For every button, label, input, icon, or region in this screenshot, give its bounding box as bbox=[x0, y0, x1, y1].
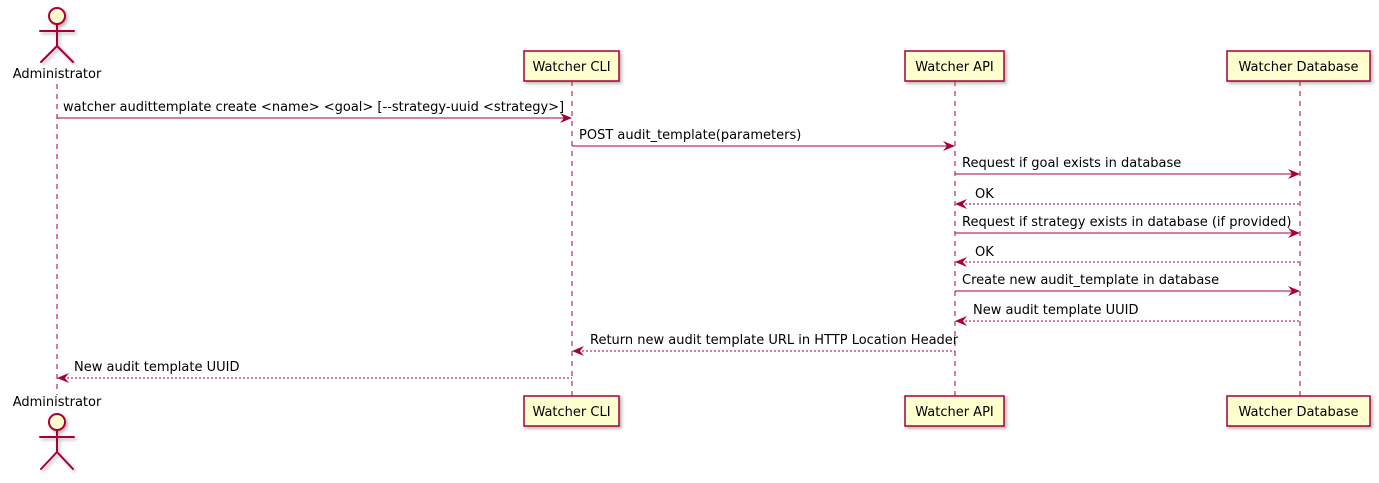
participant-label: Watcher API bbox=[915, 60, 994, 75]
message-request-goal-exists: Request if goal exists in database bbox=[955, 156, 1300, 179]
message-new-uuid-admin: New audit template UUID bbox=[57, 360, 572, 383]
message-create-audit-template-db: Create new audit_template in database bbox=[955, 273, 1300, 296]
message-label: New audit template UUID bbox=[973, 303, 1138, 318]
actor-administrator-top bbox=[39, 7, 75, 63]
message-post-audit-template: POST audit_template(parameters) bbox=[572, 128, 955, 151]
arrowhead-right-icon bbox=[1288, 169, 1300, 179]
message-label: OK bbox=[975, 245, 994, 260]
actor-label-bottom: Administrator bbox=[13, 395, 102, 410]
actor-label-top: Administrator bbox=[13, 67, 102, 82]
message-create-audittemplate: watcher audittemplate create <name> <goa… bbox=[57, 100, 572, 123]
arrowhead-left-icon bbox=[955, 257, 967, 267]
arrowhead-left-icon bbox=[572, 346, 584, 356]
actor-head-icon bbox=[48, 413, 66, 431]
actor-head-icon bbox=[48, 7, 66, 25]
arrowhead-left-icon bbox=[57, 373, 69, 383]
arrowhead-right-icon bbox=[1288, 228, 1300, 238]
message-return-url-location-header: Return new audit template URL in HTTP Lo… bbox=[572, 333, 959, 356]
arrowhead-right-icon bbox=[943, 141, 955, 151]
participant-label: Watcher CLI bbox=[532, 405, 610, 420]
message-label: watcher audittemplate create <name> <goa… bbox=[63, 100, 564, 115]
participant-watcher-api-bottom: Watcher API bbox=[904, 395, 1005, 427]
participant-watcher-cli-top: Watcher CLI bbox=[523, 50, 620, 82]
participant-watcher-cli-bottom: Watcher CLI bbox=[523, 395, 620, 427]
participant-label: Watcher Database bbox=[1239, 405, 1359, 420]
message-label: New audit template UUID bbox=[74, 360, 239, 375]
actor-administrator-bottom bbox=[39, 413, 75, 470]
participant-watcher-database-bottom: Watcher Database bbox=[1226, 395, 1371, 427]
message-request-strategy-exists: Request if strategy exists in database (… bbox=[955, 215, 1300, 238]
message-label: Return new audit template URL in HTTP Lo… bbox=[590, 333, 959, 348]
arrowhead-right-icon bbox=[560, 113, 572, 123]
message-label: POST audit_template(parameters) bbox=[579, 128, 801, 143]
message-label: Request if strategy exists in database (… bbox=[962, 215, 1291, 230]
participant-label: Watcher CLI bbox=[532, 60, 610, 75]
participant-label: Watcher Database bbox=[1239, 60, 1359, 75]
message-strategy-ok: OK bbox=[955, 245, 1300, 267]
message-label: OK bbox=[975, 187, 994, 202]
participant-label: Watcher API bbox=[915, 405, 994, 420]
message-goal-ok: OK bbox=[955, 187, 1300, 209]
participant-watcher-api-top: Watcher API bbox=[904, 50, 1005, 82]
participant-watcher-database-top: Watcher Database bbox=[1226, 50, 1371, 82]
arrowhead-left-icon bbox=[955, 199, 967, 209]
message-label: Request if goal exists in database bbox=[962, 156, 1181, 171]
arrowhead-left-icon bbox=[955, 316, 967, 326]
arrowhead-right-icon bbox=[1288, 286, 1300, 296]
message-new-uuid-db: New audit template UUID bbox=[955, 303, 1300, 326]
message-label: Create new audit_template in database bbox=[962, 273, 1219, 288]
